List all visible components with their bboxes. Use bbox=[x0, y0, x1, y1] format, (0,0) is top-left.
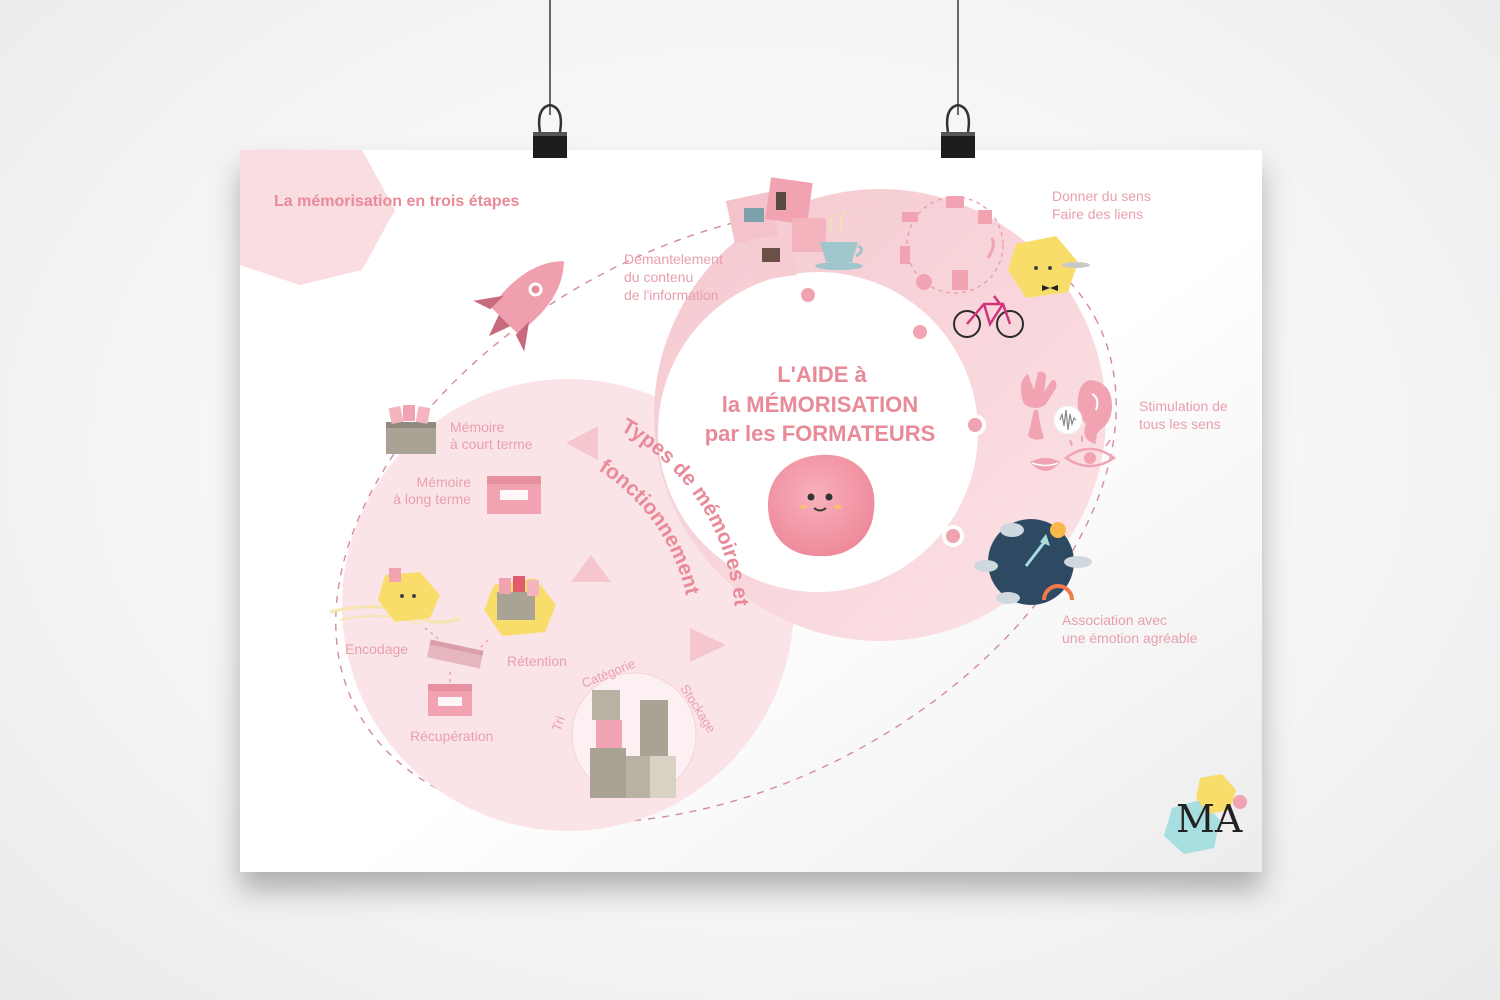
bicycle-icon bbox=[953, 295, 1024, 338]
smiley-blob-icon bbox=[768, 454, 875, 557]
center-title-line3: par les FORMATEURS bbox=[705, 421, 936, 446]
buildings-icon bbox=[590, 690, 676, 798]
emotion-line2: une émotion agréable bbox=[1062, 630, 1198, 646]
box-icon bbox=[428, 684, 472, 716]
retention-label: Rétention bbox=[507, 653, 567, 669]
long-term-line2: à long terme bbox=[393, 491, 471, 507]
logo: MA bbox=[1164, 774, 1247, 854]
dismantled-photos-icon bbox=[725, 177, 826, 281]
box-icon bbox=[386, 405, 436, 454]
center-title-line1: L'AIDE à bbox=[777, 362, 867, 387]
waiter-blob-icon bbox=[1008, 236, 1090, 298]
memory-bar-icon bbox=[426, 639, 484, 669]
binder-clip-icon bbox=[941, 103, 975, 158]
weather-globe-icon bbox=[974, 519, 1092, 605]
box-icon bbox=[487, 476, 541, 514]
short-term-line1: Mémoire bbox=[450, 419, 505, 435]
connector-dots bbox=[797, 284, 986, 547]
encoding-label: Encodage bbox=[345, 641, 408, 657]
meaning-line1: Donner du sens bbox=[1052, 188, 1151, 204]
rocket-icon bbox=[473, 261, 564, 352]
center-title-line2: la MÉMORISATION bbox=[722, 392, 918, 417]
dismantling-line2: du contenu bbox=[624, 269, 693, 285]
header-hexagon bbox=[240, 150, 395, 285]
meaning-line2: Faire des liens bbox=[1052, 206, 1143, 222]
mouth-icon bbox=[1030, 458, 1060, 471]
tri-label: Tri bbox=[549, 714, 568, 733]
dismantling-line1: Démantelement bbox=[624, 251, 723, 267]
logo-yellow-hexagon bbox=[1196, 774, 1236, 814]
long-term-line1: Mémoire bbox=[417, 474, 472, 490]
triangle-left-icon bbox=[566, 426, 598, 460]
encoding-blob-icon bbox=[329, 568, 461, 625]
senses-line2: tous les sens bbox=[1139, 416, 1221, 432]
ear-icon bbox=[1077, 380, 1112, 444]
linked-objects-icon bbox=[900, 196, 995, 290]
center-circle bbox=[658, 272, 978, 592]
senses-line1: Stimulation de bbox=[1139, 398, 1228, 414]
sound-wave-icon bbox=[1053, 405, 1083, 435]
retrieval-label: Récupération bbox=[410, 728, 493, 744]
triangle-up-icon bbox=[571, 555, 611, 582]
header-label: La mémorisation en trois étapes bbox=[274, 193, 520, 210]
logo-text: MA bbox=[1176, 797, 1243, 841]
connection-dashes bbox=[424, 627, 489, 684]
dismantling-line3: de l'information bbox=[624, 287, 719, 303]
hand-icon bbox=[1020, 371, 1057, 408]
coffee-cup-icon bbox=[815, 209, 863, 270]
orbit-dashed-path bbox=[335, 204, 1117, 824]
eye-icon bbox=[1063, 435, 1117, 468]
logo-teal-hexagon bbox=[1164, 800, 1220, 854]
nose-icon bbox=[1028, 410, 1044, 440]
logo-pink-flower bbox=[1233, 795, 1247, 809]
emotion-line1: Association avec bbox=[1062, 612, 1167, 628]
binder-clip-icon bbox=[533, 103, 567, 158]
short-term-line2: à court terme bbox=[450, 436, 533, 452]
triangle-right-icon bbox=[690, 628, 726, 662]
retention-blob-icon bbox=[484, 576, 556, 636]
